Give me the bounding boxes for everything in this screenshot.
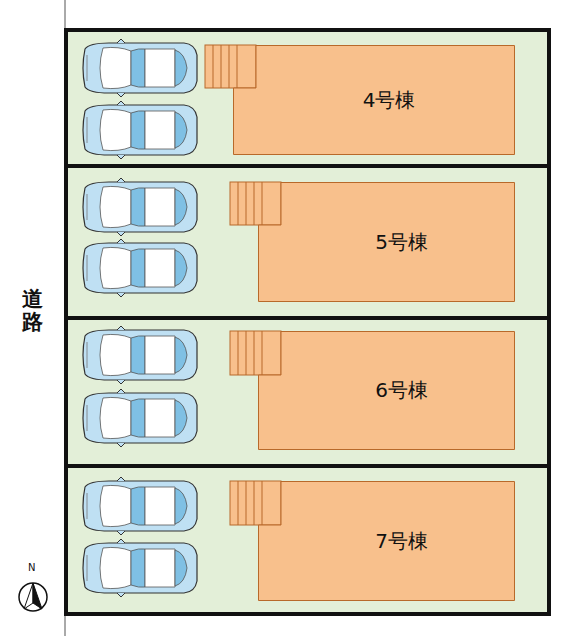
building-name: 5号棟 xyxy=(345,229,428,256)
cars xyxy=(83,39,197,597)
building-name: 7号棟 xyxy=(345,528,428,555)
building-name: 4号棟 xyxy=(333,87,416,114)
building-block: 5号棟 xyxy=(258,182,515,302)
road-label: 道路 xyxy=(22,288,43,334)
building-block: 7号棟 xyxy=(258,481,515,601)
north-arrow xyxy=(19,583,47,611)
building-block: 4号棟 xyxy=(233,45,515,155)
building-block: 6号棟 xyxy=(258,331,515,450)
lot-ground xyxy=(67,31,548,613)
lot-border xyxy=(66,30,549,614)
building-name: 6号棟 xyxy=(345,377,428,404)
north-letter: N xyxy=(28,563,35,573)
